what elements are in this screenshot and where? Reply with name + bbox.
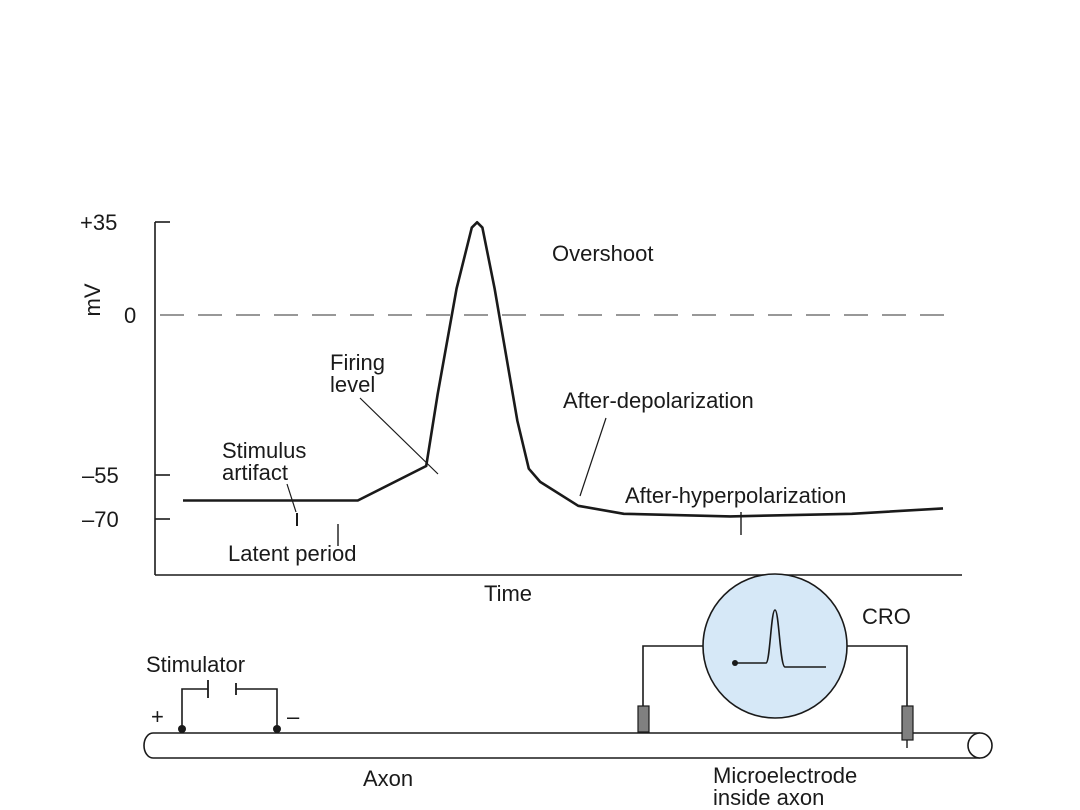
stimulator-label: Stimulator	[146, 652, 245, 677]
stimulator-minus-sign: –	[287, 704, 300, 729]
axon	[143, 732, 993, 759]
firing-level-label: Firing	[330, 350, 385, 375]
cro-label: CRO	[862, 604, 911, 629]
microelectrode	[901, 705, 914, 748]
after-depolarization-label: After-depolarization	[563, 388, 754, 413]
cro-scope	[702, 573, 848, 719]
after-hyperpolarization-label: After-hyperpolarization	[625, 483, 846, 508]
cro-trace	[735, 609, 826, 668]
y-axis-label: mV	[80, 283, 105, 316]
firing-level-pointer	[359, 397, 439, 475]
after-depolarization-pointer	[579, 417, 607, 497]
recording-electrode-surface	[637, 705, 650, 733]
firing-level-label: level	[330, 372, 375, 397]
cro-trace-dot	[732, 660, 738, 666]
y-tick-label: –55	[82, 463, 119, 488]
x-axis-label: Time	[484, 581, 532, 606]
microelectrode-label: inside axon	[713, 785, 824, 810]
stimulus-artifact-label: Stimulus	[222, 438, 306, 463]
stimulator-plus-sign: +	[151, 704, 164, 729]
cro-wiring	[642, 645, 908, 706]
stimulus-artifact-pointer	[286, 483, 297, 513]
y-tick-label: +35	[80, 210, 117, 235]
microelectrode-label: Microelectrode	[713, 763, 857, 788]
axon-label: Axon	[363, 766, 413, 791]
overshoot-label: Overshoot	[552, 241, 654, 266]
latent-period-label: Latent period	[228, 541, 356, 566]
membrane-potential-trace	[183, 221, 944, 518]
stimulus-artifact-label: artifact	[222, 460, 288, 485]
y-tick-label: 0	[124, 303, 136, 328]
y-tick-label: –70	[82, 507, 119, 532]
stimulator-battery	[178, 680, 281, 733]
